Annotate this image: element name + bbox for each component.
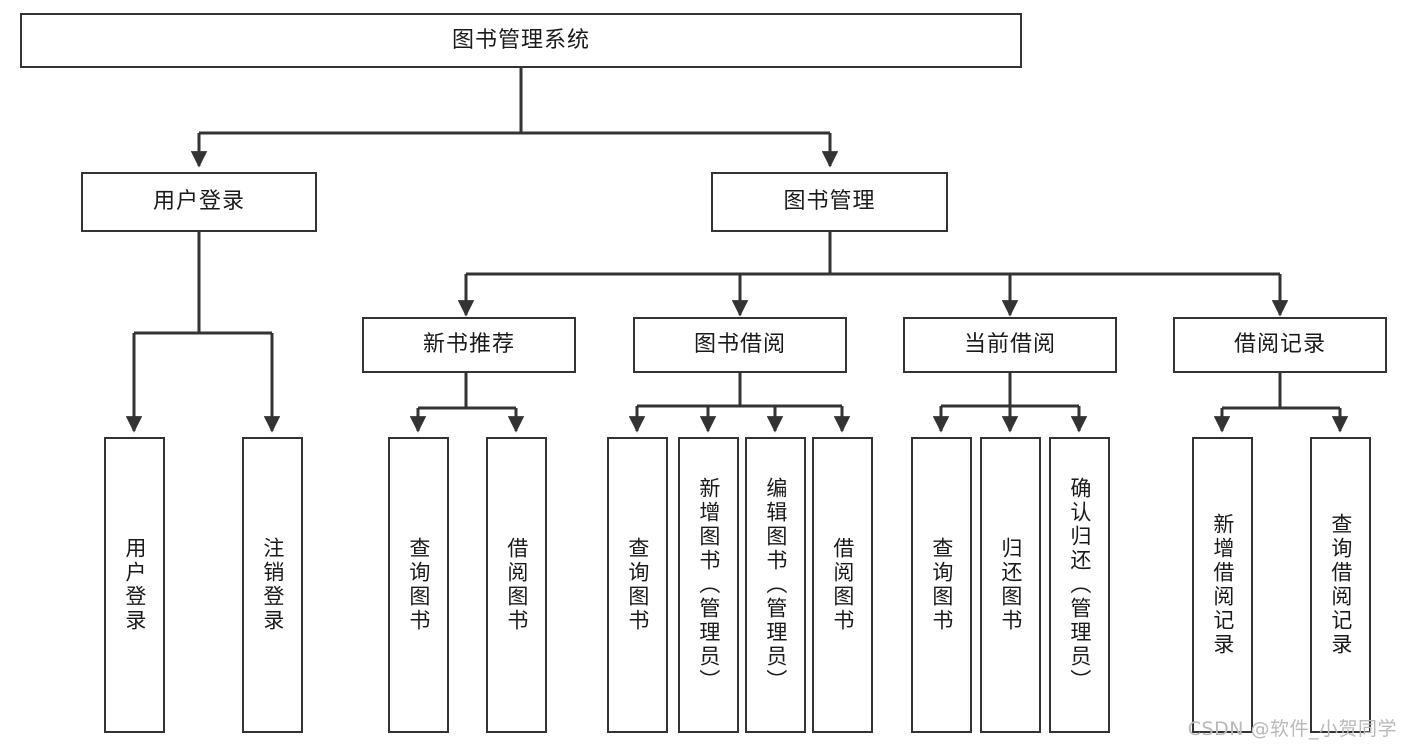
node-current-borrow[interactable]: 当前借阅 xyxy=(903,317,1117,373)
node-new-book-recommend[interactable]: 新书推荐 xyxy=(362,317,576,373)
node-book-manage-label: 图书管理 xyxy=(783,189,876,215)
node-user-login[interactable]: 用户登录 xyxy=(81,172,317,232)
node-book-borrow-label: 图书借阅 xyxy=(693,332,786,358)
node-leaf-user-login-label: 用户登录 xyxy=(122,537,147,633)
node-leaf-add-book[interactable]: 新增图书（管理员） xyxy=(678,437,739,733)
node-leaf-add-book-label: 新增图书（管理员） xyxy=(696,477,721,693)
node-borrow-record[interactable]: 借阅记录 xyxy=(1173,317,1387,373)
node-leaf-confirm-return[interactable]: 确认归还（管理员） xyxy=(1049,437,1110,733)
node-leaf-query-book-3[interactable]: 查询图书 xyxy=(911,437,972,733)
node-root[interactable]: 图书管理系统 xyxy=(20,13,1022,68)
node-leaf-user-login[interactable]: 用户登录 xyxy=(104,437,165,733)
node-current-borrow-label: 当前借阅 xyxy=(963,332,1056,358)
node-leaf-user-logout[interactable]: 注销登录 xyxy=(242,437,303,733)
csdn-watermark: CSDN @软件_小贺同学 xyxy=(1187,718,1397,740)
node-leaf-borrow-book-2-label: 借阅图书 xyxy=(830,537,855,633)
node-leaf-borrow-book-2[interactable]: 借阅图书 xyxy=(812,437,873,733)
node-leaf-return-book-label: 归还图书 xyxy=(998,537,1023,633)
node-leaf-edit-book[interactable]: 编辑图书（管理员） xyxy=(745,437,806,733)
node-leaf-return-book[interactable]: 归还图书 xyxy=(980,437,1041,733)
node-book-borrow[interactable]: 图书借阅 xyxy=(633,317,847,373)
node-leaf-confirm-return-label: 确认归还（管理员） xyxy=(1067,477,1092,693)
node-leaf-query-record-label: 查询借阅记录 xyxy=(1328,513,1353,657)
node-user-login-label: 用户登录 xyxy=(152,189,245,215)
node-leaf-user-logout-label: 注销登录 xyxy=(260,537,285,633)
node-leaf-borrow-book-1-label: 借阅图书 xyxy=(504,537,529,633)
node-leaf-edit-book-label: 编辑图书（管理员） xyxy=(763,477,788,693)
node-leaf-query-book-2-label: 查询图书 xyxy=(625,537,650,633)
node-leaf-query-record[interactable]: 查询借阅记录 xyxy=(1310,437,1371,733)
node-leaf-query-book-2[interactable]: 查询图书 xyxy=(607,437,668,733)
node-leaf-borrow-book-1[interactable]: 借阅图书 xyxy=(486,437,547,733)
node-borrow-record-label: 借阅记录 xyxy=(1233,332,1326,358)
node-book-manage[interactable]: 图书管理 xyxy=(711,172,948,232)
node-leaf-query-book-1-label: 查询图书 xyxy=(406,537,431,633)
node-leaf-add-record[interactable]: 新增借阅记录 xyxy=(1192,437,1253,733)
node-leaf-add-record-label: 新增借阅记录 xyxy=(1210,513,1235,657)
node-leaf-query-book-3-label: 查询图书 xyxy=(929,537,954,633)
node-root-label: 图书管理系统 xyxy=(451,27,590,53)
node-new-book-recommend-label: 新书推荐 xyxy=(422,332,515,358)
node-leaf-query-book-1[interactable]: 查询图书 xyxy=(388,437,449,733)
